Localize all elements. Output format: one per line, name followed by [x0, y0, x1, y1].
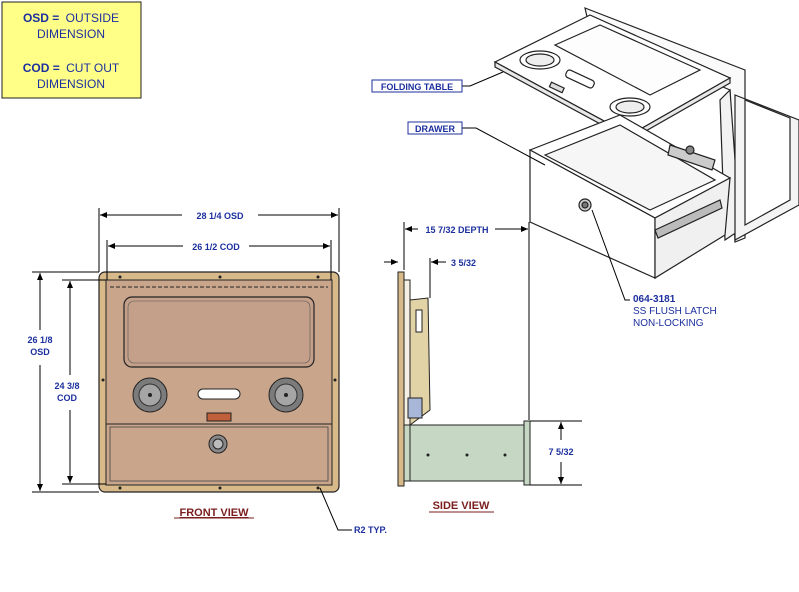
- folding-table-label: FOLDING TABLE: [381, 82, 453, 92]
- legend-cod-dimension: DIMENSION: [37, 77, 105, 91]
- radius-callout: R2 TYP.: [354, 525, 387, 535]
- drawer-height-dimension: 7 5/32: [548, 447, 573, 457]
- latch-locking-note: NON-LOCKING: [633, 318, 704, 329]
- latch-part-number: 064-3181: [633, 294, 676, 305]
- folding-table-callout: FOLDING TABLE: [371, 79, 463, 93]
- drawer-label: DRAWER: [415, 124, 455, 134]
- iso-callout-leaders: [462, 71, 630, 301]
- side-view: [397, 271, 531, 487]
- side-table-profile: [409, 297, 431, 426]
- legend-osd-line: OSD = OUTSIDE: [23, 11, 119, 25]
- latch-description: SS FLUSH LATCH: [633, 306, 717, 317]
- table-handle-icon: [565, 69, 595, 89]
- table-handle-front-icon: [197, 388, 241, 400]
- tabletop-panel: [123, 296, 315, 368]
- legend-box: OSD = OUTSIDE DIMENSION COD = CUT OUT DI…: [1, 1, 142, 99]
- side-hinge-icon: [407, 397, 423, 419]
- height-osd-value: 26 1/8: [27, 335, 52, 345]
- table-latch-front-icon: [206, 412, 232, 422]
- height-cod-value: 24 3/8: [54, 381, 79, 391]
- depth-dimension: 15 7/32 DEPTH: [425, 225, 488, 235]
- side-dimension-lines: [384, 222, 582, 486]
- isometric-view: [493, 7, 799, 280]
- drawer-callout: DRAWER: [407, 121, 463, 135]
- width-osd-dimension: 28 1/4 OSD: [196, 211, 244, 221]
- width-cod-dimension: 26 1/2 COD: [192, 242, 240, 252]
- offset-dimension: 3 5/32: [451, 258, 476, 268]
- front-view-title: FRONT VIEW: [179, 507, 249, 519]
- front-view: [98, 271, 340, 493]
- legend-osd-dimension: DIMENSION: [37, 27, 105, 41]
- height-osd-unit: OSD: [30, 347, 50, 357]
- legend-cod-line: COD = CUT OUT: [23, 61, 120, 75]
- side-view-title: SIDE VIEW: [433, 500, 490, 512]
- front-dimension-lines: [32, 208, 352, 531]
- height-cod-unit: COD: [57, 393, 78, 403]
- side-drawer-box: [403, 424, 529, 482]
- side-frame-flange: [397, 271, 405, 487]
